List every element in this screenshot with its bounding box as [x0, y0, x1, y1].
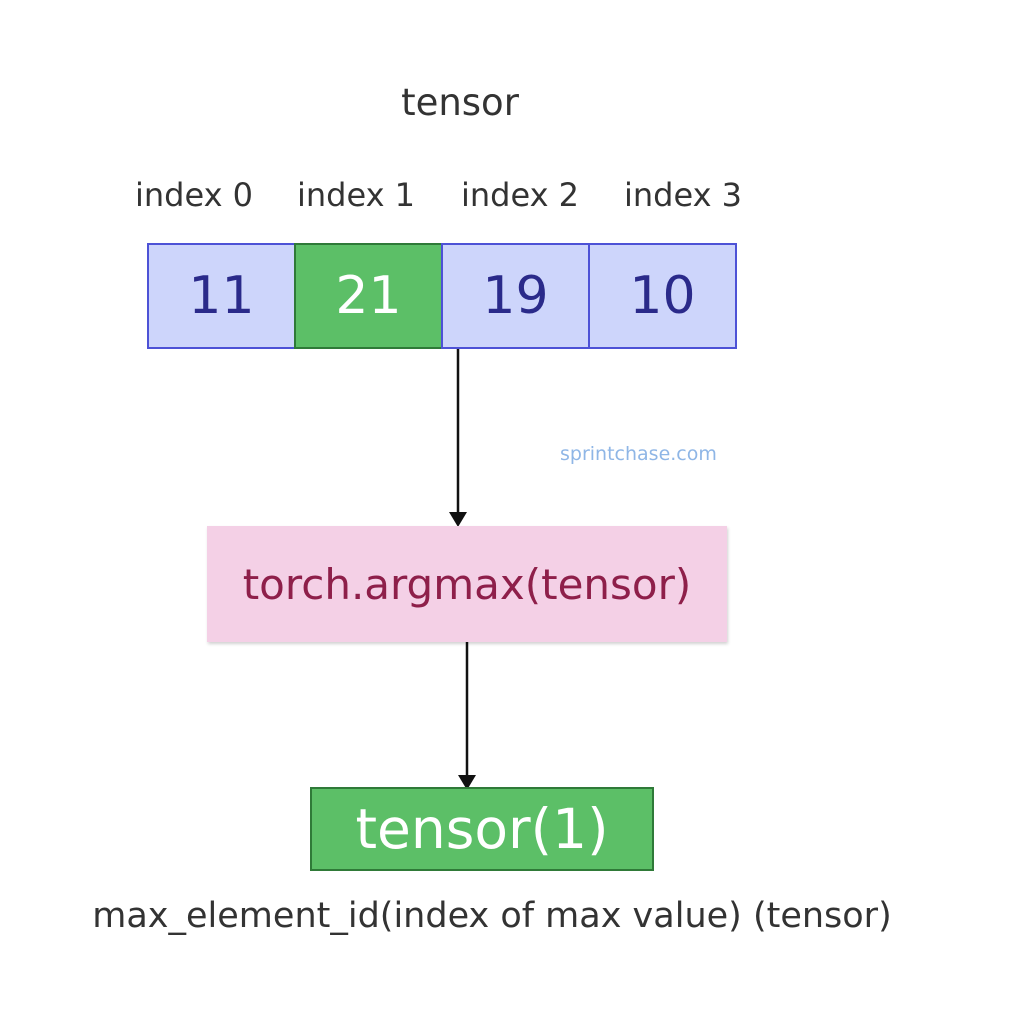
tensor-heading: tensor: [401, 81, 519, 124]
watermark-text: sprintchase.com: [560, 443, 717, 465]
index-label-0: index 0: [134, 176, 254, 214]
tensor-cell-1-max: 21: [294, 243, 443, 349]
index-label-2: index 2: [460, 176, 580, 214]
function-call-box: torch.argmax(tensor): [207, 526, 727, 642]
result-box: tensor(1): [310, 787, 654, 871]
result-caption: max_element_id(index of max value) (tens…: [92, 896, 892, 936]
tensor-cells: 11 21 19 10: [147, 243, 743, 349]
arrow-head-function: [449, 512, 467, 527]
arrow-head-result: [458, 775, 476, 790]
tensor-cell-2: 19: [441, 243, 590, 349]
tensor-cell-3: 10: [588, 243, 737, 349]
function-call-label: torch.argmax(tensor): [242, 559, 692, 609]
tensor-cell-0: 11: [147, 243, 296, 349]
index-label-1: index 1: [296, 176, 416, 214]
index-label-3: index 3: [623, 176, 743, 214]
result-label: tensor(1): [355, 797, 609, 861]
